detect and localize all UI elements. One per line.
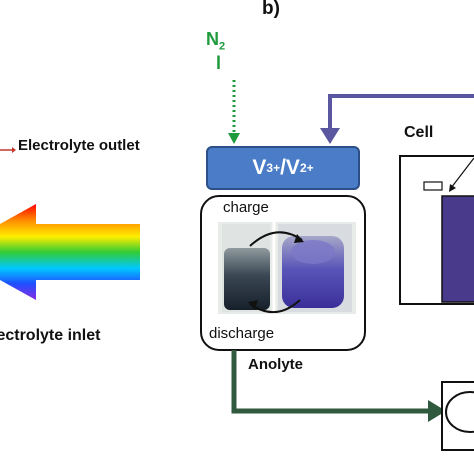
n2-feed-line bbox=[228, 80, 240, 144]
anolyte-outlet-pipe bbox=[231, 350, 446, 422]
anolyte-label: Anolyte bbox=[248, 356, 304, 373]
rainbow-arrow bbox=[0, 204, 140, 300]
tank-ion1: V bbox=[252, 156, 267, 179]
anolyte-inlet-pipe bbox=[320, 94, 474, 144]
cell-membrane bbox=[441, 195, 474, 303]
tank-separator: / bbox=[280, 156, 286, 179]
cell-label: Cell bbox=[404, 124, 434, 141]
electrolyte-inlet-label: lectrolyte inlet bbox=[0, 327, 101, 344]
charge-label: charge bbox=[223, 199, 269, 216]
tank-ion1-charge: 3+ bbox=[266, 161, 281, 175]
discharge-label: discharge bbox=[209, 325, 275, 342]
pump bbox=[441, 381, 474, 451]
vials-photo bbox=[218, 222, 356, 314]
cell-electrode bbox=[423, 181, 443, 191]
cell bbox=[399, 155, 474, 305]
panel-label: b) bbox=[262, 0, 280, 19]
n2-main: N bbox=[206, 29, 219, 49]
outlet-marker-icon bbox=[0, 147, 16, 153]
electrolyte-outlet-label: Electrolyte outlet bbox=[18, 137, 140, 154]
vial-uncharged bbox=[224, 248, 270, 310]
n2-label: N2 l bbox=[206, 29, 225, 74]
tank-ion2-charge: 2+ bbox=[299, 161, 314, 175]
n2-subscript: 2 bbox=[219, 40, 226, 53]
n2-line2: l bbox=[216, 52, 222, 73]
tank-ion2: V bbox=[285, 156, 300, 179]
